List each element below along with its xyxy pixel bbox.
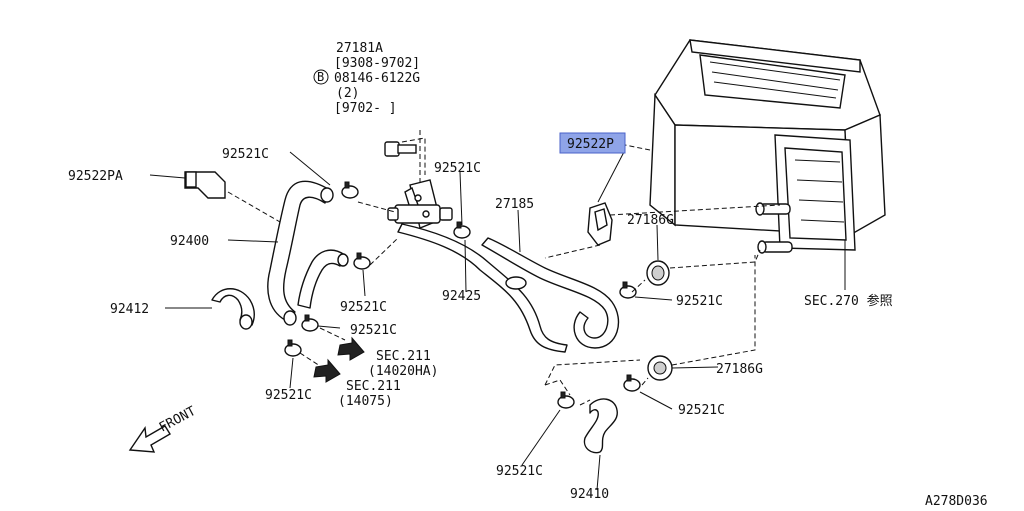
arrow-sec211-b xyxy=(313,358,341,383)
label-92521c-c: 92521C xyxy=(340,300,387,315)
bolt-symbol-letter: B xyxy=(317,70,324,84)
label-92521c-e: 92521C xyxy=(265,388,312,403)
grommet-27186g-lower xyxy=(647,355,673,381)
label-sec211-a: SEC.211 xyxy=(376,349,431,364)
label-bolt-qty: (2) xyxy=(336,86,359,101)
clamp-2 xyxy=(353,252,371,270)
valve-27181a xyxy=(387,179,453,229)
label-92522p: 92522P xyxy=(567,137,614,152)
hose-92400 xyxy=(267,180,346,321)
bolt xyxy=(384,141,417,157)
labels: 27181A [9308-9702] B 08146-6122G (2) [97… xyxy=(68,41,988,509)
label-27181a-range: [9308-9702] xyxy=(334,56,420,71)
label-sec211-b: SEC.211 xyxy=(346,379,401,394)
grommet-27186g-upper xyxy=(646,260,670,286)
label-bolt-code: 08146-6122G xyxy=(334,71,420,86)
diagram-id: A278D036 xyxy=(925,494,988,509)
highlight-92522p xyxy=(559,132,626,154)
label-sec211-a-code: (14020HA) xyxy=(368,364,438,379)
heater-unit xyxy=(649,39,886,254)
clamp-8 xyxy=(557,391,575,409)
label-27186g-b: 27186G xyxy=(716,362,763,377)
clip-92522p xyxy=(587,202,613,246)
label-92522pa: 92522PA xyxy=(68,169,123,184)
label-92425: 92425 xyxy=(442,289,481,304)
hose-27185 xyxy=(481,237,620,349)
hose-92410 xyxy=(583,398,618,454)
label-92521c-b: 92521C xyxy=(434,161,481,176)
front-arrow-icon xyxy=(128,425,171,453)
label-92521c-f: 92521C xyxy=(676,294,723,309)
bracket-92522pa xyxy=(184,171,226,199)
label-92521c-a: 92521C xyxy=(222,147,269,162)
label-front: FRONT xyxy=(157,404,199,436)
label-92400: 92400 xyxy=(170,234,209,249)
label-sec270: SEC.270 参照 xyxy=(804,293,893,309)
label-92521c-h: 92521C xyxy=(496,464,543,479)
label-27186g-a: 27186G xyxy=(627,213,674,228)
clamp-6 xyxy=(619,281,637,299)
label-92521c-d: 92521C xyxy=(350,323,397,338)
clamp-1 xyxy=(341,181,359,199)
clamp-4 xyxy=(284,339,302,357)
label-92521c-g: 92521C xyxy=(678,403,725,418)
label-92412: 92412 xyxy=(110,302,149,317)
clamp-3 xyxy=(301,314,319,332)
label-bolt-range: [9702- ] xyxy=(334,101,397,116)
label-sec211-b-code: (14075) xyxy=(338,394,393,409)
label-92410: 92410 xyxy=(570,487,609,502)
bolt-symbol-circle xyxy=(313,69,329,85)
hose-ends xyxy=(239,187,349,330)
clamp-5 xyxy=(453,221,471,239)
label-27181a: 27181A xyxy=(336,41,383,56)
clamp-7 xyxy=(623,374,641,392)
arrow-sec211-a xyxy=(337,336,365,361)
label-27185: 27185 xyxy=(495,197,534,212)
pipe-92425 xyxy=(397,223,568,353)
